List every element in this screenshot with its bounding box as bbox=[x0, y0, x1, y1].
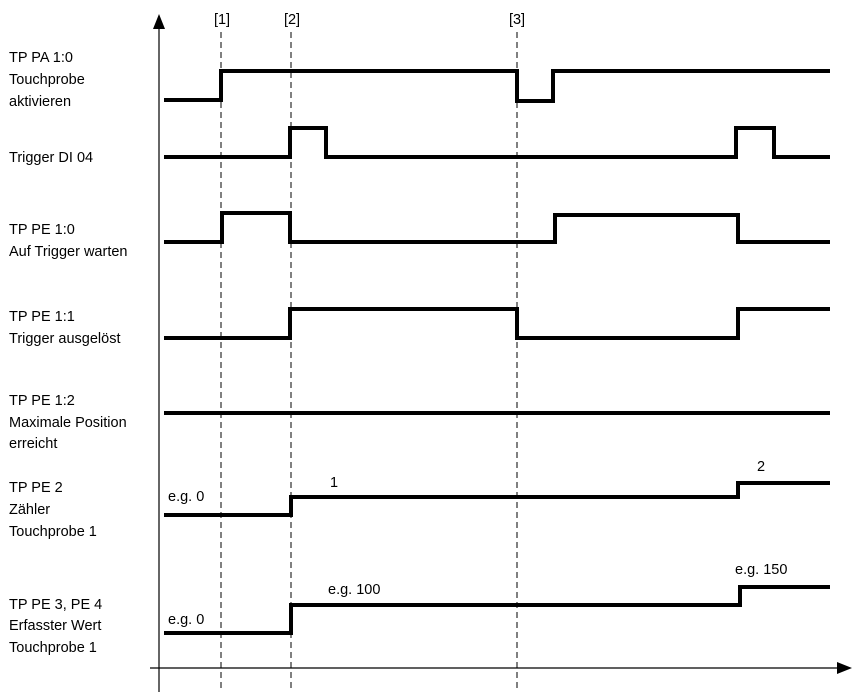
label-line: Zähler bbox=[9, 502, 50, 518]
value-label: 1 bbox=[330, 475, 338, 491]
label-line: Trigger ausgelöst bbox=[9, 331, 121, 347]
value-label: e.g. 150 bbox=[735, 562, 787, 578]
y-axis-arrow-icon bbox=[153, 14, 165, 29]
marker-label-3: [3] bbox=[509, 12, 525, 28]
label-line: erreicht bbox=[9, 436, 57, 452]
signal-label-tp-pe-1-1: TP PE 1:1 Trigger ausgelöst bbox=[9, 309, 121, 347]
label-line: Touchprobe 1 bbox=[9, 524, 97, 540]
label-line: TP PE 1:2 bbox=[9, 393, 75, 409]
waveform-tp-pe-2 bbox=[164, 481, 830, 517]
label-line: TP PE 1:0 bbox=[9, 222, 75, 238]
waveform-tp-pe-1-0 bbox=[164, 211, 830, 244]
label-line: TP PE 1:1 bbox=[9, 309, 75, 325]
label-line: Touchprobe bbox=[9, 72, 85, 88]
signal-label-trigger-di-04: Trigger DI 04 bbox=[9, 150, 93, 166]
waveform-tp-pe-3-4 bbox=[164, 585, 830, 635]
marker-label-1: [1] bbox=[214, 12, 230, 28]
marker-label-2: [2] bbox=[284, 12, 300, 28]
signal-label-tp-pe-1-0: TP PE 1:0 Auf Trigger warten bbox=[9, 222, 127, 260]
value-label: 2 bbox=[757, 459, 765, 475]
value-label: e.g. 0 bbox=[168, 612, 204, 628]
x-axis-arrow-icon bbox=[837, 662, 852, 674]
waveform-tp-pa-1-0 bbox=[164, 69, 830, 103]
signal-label-tp-pe-3-4: TP PE 3, PE 4 Erfasster Wert Touchprobe … bbox=[9, 597, 102, 656]
waveform-trigger-di-04 bbox=[164, 126, 830, 159]
label-line: TP PE 3, PE 4 bbox=[9, 597, 102, 613]
value-label: e.g. 0 bbox=[168, 489, 204, 505]
label-line: TP PA 1:0 bbox=[9, 50, 73, 66]
label-line: Auf Trigger warten bbox=[9, 244, 127, 260]
signal-label-tp-pe-2: TP PE 2 Zähler Touchprobe 1 bbox=[9, 480, 97, 540]
signal-label-tp-pa-1-0: TP PA 1:0 Touchprobe aktivieren bbox=[9, 50, 85, 110]
label-line: TP PE 2 bbox=[9, 480, 63, 496]
label-line: Maximale Position bbox=[9, 415, 127, 431]
signal-label-tp-pe-1-2: TP PE 1:2 Maximale Position erreicht bbox=[9, 393, 127, 452]
label-line: Touchprobe 1 bbox=[9, 640, 97, 656]
value-label: e.g. 100 bbox=[328, 582, 380, 598]
label-line: Erfasster Wert bbox=[9, 618, 101, 634]
label-line: aktivieren bbox=[9, 94, 71, 110]
label-line: Trigger DI 04 bbox=[9, 150, 93, 166]
waveform-tp-pe-1-1 bbox=[164, 307, 830, 340]
